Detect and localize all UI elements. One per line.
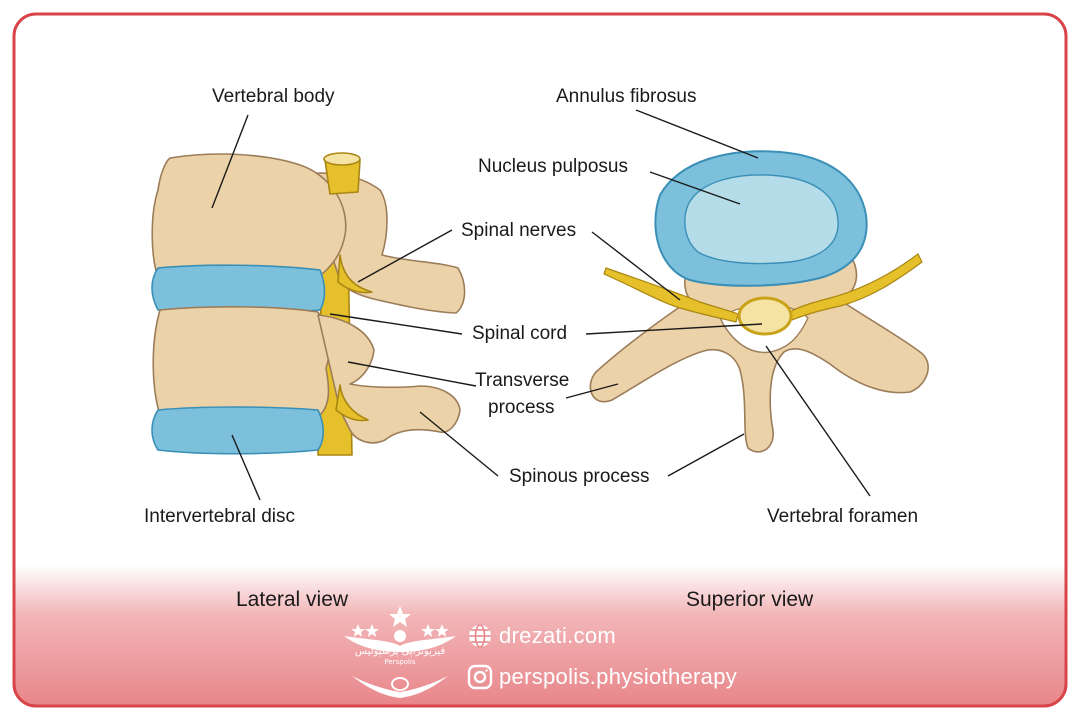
instagram-link[interactable]: perspolis.physiotherapy	[499, 664, 738, 689]
leader-nucleus-pulposus	[649, 171, 741, 205]
logo-text: فیزیوتراپی پرسپولیس Perspolis	[348, 646, 452, 668]
label-annulus-fibrosus: Annulus fibrosus	[556, 86, 697, 107]
leader-spinal-nerves-right	[591, 231, 681, 301]
lateral-spinal-nerve-lower	[335, 384, 369, 422]
caption-lateral-view: Lateral view	[236, 588, 349, 611]
leader-vertebral-foramen	[765, 345, 871, 497]
superior-nucleus-pulposus	[684, 174, 839, 265]
logo-emblem	[344, 606, 456, 698]
leader-intervertebral-disc	[231, 434, 261, 501]
label-vertebral-body: Vertebral body	[212, 86, 335, 107]
superior-spinal-nerve-left	[603, 267, 739, 323]
leader-spinal-nerves-left	[357, 229, 453, 283]
label-spinous-process: Spinous process	[509, 466, 650, 487]
label-nucleus-pulposus: Nucleus pulposus	[478, 156, 628, 177]
lower-intervertebral-disc	[151, 406, 325, 455]
superior-spinal-nerve-right	[789, 253, 923, 321]
middle-vertebral-body	[152, 306, 331, 420]
superior-spinal-cord	[737, 296, 793, 336]
label-transverse-process-line1: Transverse	[475, 370, 570, 391]
lateral-spinal-nerve-upper	[337, 254, 373, 294]
upper-intervertebral-disc	[151, 264, 326, 314]
label-spinal-nerves: Spinal nerves	[461, 220, 577, 241]
outer-frame	[12, 12, 1068, 708]
star-icon	[389, 606, 411, 627]
caption-superior-view: Superior view	[686, 588, 814, 611]
label-vertebral-foramen: Vertebral foramen	[767, 506, 919, 527]
label-spinal-cord: Spinal cord	[472, 323, 568, 344]
footer-band	[14, 565, 1066, 706]
leader-annulus-fibrosus	[635, 109, 759, 159]
logo-subtext: Perspolis	[384, 658, 416, 666]
leader-spinal-cord-left	[329, 313, 463, 335]
leader-lines	[211, 109, 871, 501]
leader-transverse-left	[347, 361, 477, 387]
leader-spinous-right	[667, 433, 745, 477]
logo-text-farsi: فیزیوتراپی پرسپولیس	[354, 646, 446, 657]
globe-icon	[469, 624, 491, 648]
leader-spinous-left	[419, 411, 499, 477]
leader-transverse-right	[565, 383, 619, 399]
lateral-view-illustration	[151, 152, 466, 456]
website-link[interactable]: drezati.com	[499, 623, 617, 648]
label-transverse-process-line2: process	[488, 397, 555, 418]
leader-vertebral-body	[211, 114, 249, 209]
label-intervertebral-disc: Intervertebral disc	[144, 506, 296, 527]
superior-view-illustration	[589, 150, 929, 453]
leader-spinal-cord-right	[585, 323, 763, 335]
instagram-icon	[467, 664, 493, 690]
